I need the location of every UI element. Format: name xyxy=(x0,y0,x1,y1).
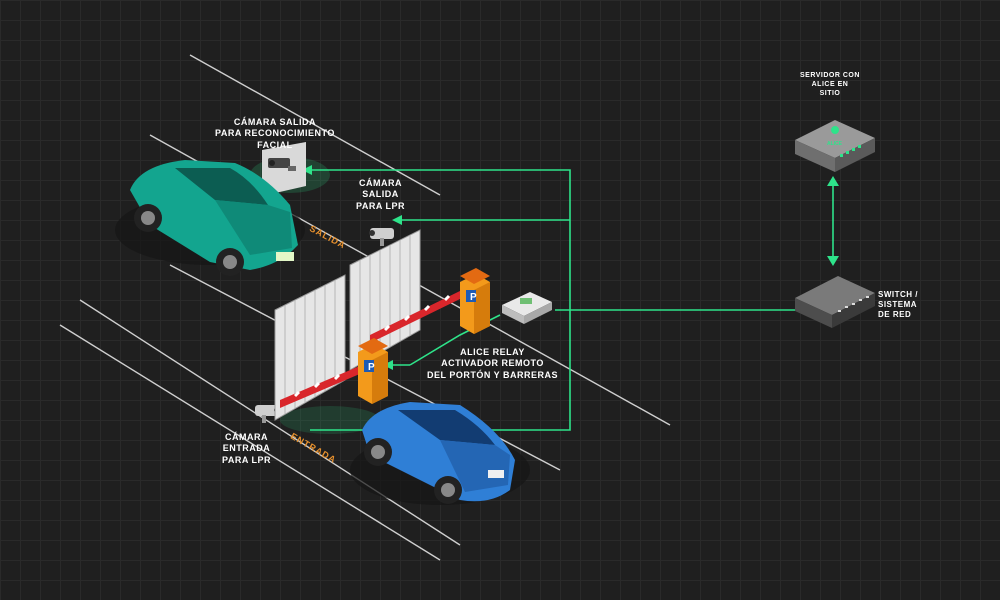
label-server: SERVIDOR CON ALICE EN SITIO xyxy=(800,72,860,97)
parking-sign-bottom: P xyxy=(368,362,375,373)
network-switch xyxy=(795,276,875,328)
teal-car xyxy=(115,160,305,276)
label-camera-entry-lpr: CÁMARA ENTRADA PARA LPR xyxy=(222,432,271,465)
camera-exit-facial xyxy=(262,142,306,196)
barrier-arm-top xyxy=(370,290,462,343)
camera-exit-lpr xyxy=(369,228,394,246)
barrier-arm-bottom xyxy=(280,365,362,408)
server-device xyxy=(795,120,875,172)
blue-car xyxy=(350,402,530,505)
server-logo: ALICE xyxy=(827,141,843,147)
alice-relay-device xyxy=(502,292,552,324)
barrier-booth-bottom xyxy=(358,338,388,404)
label-switch: SWITCH / SISTEMA DE RED xyxy=(878,290,918,319)
label-camera-exit-facial: CÁMARA SALIDA PARA RECONOCIMIENTO FACIAL xyxy=(215,117,335,150)
barrier-booth-top xyxy=(460,268,490,334)
label-alice-relay: ALICE RELAY ACTIVADOR REMOTO DEL PORTÓN … xyxy=(427,347,559,380)
gate-right xyxy=(349,229,421,371)
parking-sign-top: P xyxy=(470,292,477,303)
glow-entry xyxy=(280,406,380,434)
label-camera-exit-lpr: CÁMARA SALIDA PARA LPR xyxy=(356,178,405,211)
